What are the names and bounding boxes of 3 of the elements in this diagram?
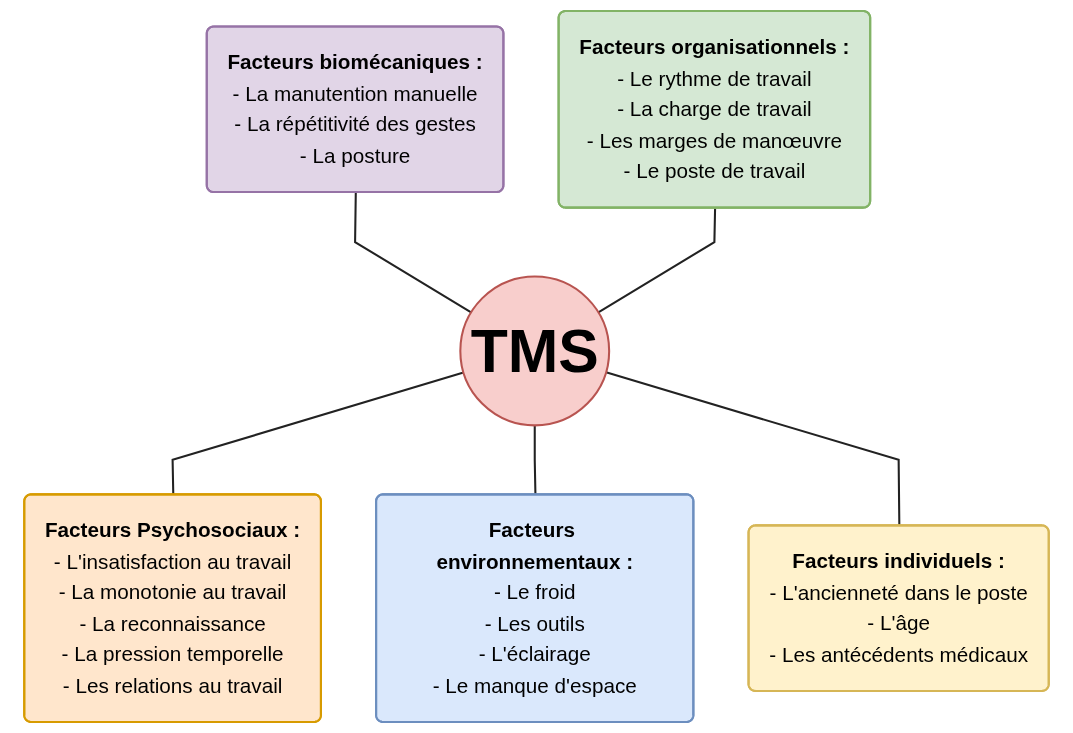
node-circle: TMS [459, 275, 611, 427]
connector [597, 208, 717, 314]
connector [354, 192, 472, 314]
